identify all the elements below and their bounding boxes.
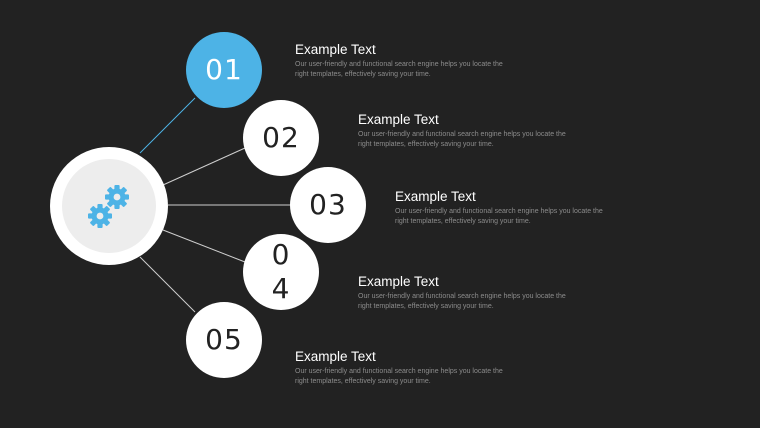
- hub: [50, 147, 168, 265]
- step-number-04: 04: [271, 238, 291, 305]
- step-title-02: Example Text: [358, 112, 439, 127]
- step-circle-02: 02: [243, 100, 319, 176]
- step-circle-05: 05: [186, 302, 262, 378]
- connector-line-02: [162, 147, 246, 186]
- step-text-03: Example Text Our user-friendly and funct…: [395, 189, 635, 227]
- step-desc-05: Our user-friendly and functional search …: [295, 367, 535, 387]
- step-text-05: Example Text Our user-friendly and funct…: [295, 349, 535, 387]
- step-title-03: Example Text: [395, 189, 476, 204]
- step-desc-05-line-1: Our user-friendly and functional search …: [295, 368, 503, 375]
- step-desc-01-line-1: Our user-friendly and functional search …: [295, 61, 503, 68]
- step-desc-04: Our user-friendly and functional search …: [358, 292, 598, 312]
- step-title-05: Example Text: [295, 349, 376, 364]
- step-text-02: Example Text Our user-friendly and funct…: [358, 112, 598, 150]
- step-desc-02-line-2: right templates, effectively saving your…: [358, 141, 494, 148]
- gears-icon: [88, 185, 129, 228]
- step-text-01: Example Text Our user-friendly and funct…: [295, 42, 535, 80]
- step-circle-04: 04: [243, 234, 319, 310]
- step-desc-01: Our user-friendly and functional search …: [295, 60, 535, 80]
- step-title-04: Example Text: [358, 274, 439, 289]
- step-circle-03: 03: [290, 167, 366, 243]
- step-desc-01-line-2: right templates, effectively saving your…: [295, 71, 431, 78]
- step-desc-03: Our user-friendly and functional search …: [395, 207, 635, 227]
- connector-line-05: [139, 256, 196, 313]
- step-desc-02-line-1: Our user-friendly and functional search …: [358, 131, 566, 138]
- step-number-02: 02: [262, 121, 300, 154]
- connector-line-04: [162, 229, 246, 263]
- connector-line-01: [139, 97, 196, 154]
- step-desc-04-line-2: right templates, effectively saving your…: [358, 303, 494, 310]
- step-desc-03-line-1: Our user-friendly and functional search …: [395, 208, 603, 215]
- step-number-01: 01: [205, 53, 243, 86]
- step-desc-03-line-2: right templates, effectively saving your…: [395, 218, 531, 225]
- step-desc-04-line-1: Our user-friendly and functional search …: [358, 293, 566, 300]
- step-text-04: Example Text Our user-friendly and funct…: [358, 274, 598, 312]
- step-circle-01: 01: [186, 32, 262, 108]
- step-number-05: 05: [205, 323, 243, 356]
- step-number-03: 03: [309, 188, 347, 221]
- step-title-01: Example Text: [295, 42, 376, 57]
- step-desc-02: Our user-friendly and functional search …: [358, 130, 598, 150]
- hub-inner: [62, 159, 156, 253]
- step-desc-05-line-2: right templates, effectively saving your…: [295, 378, 431, 385]
